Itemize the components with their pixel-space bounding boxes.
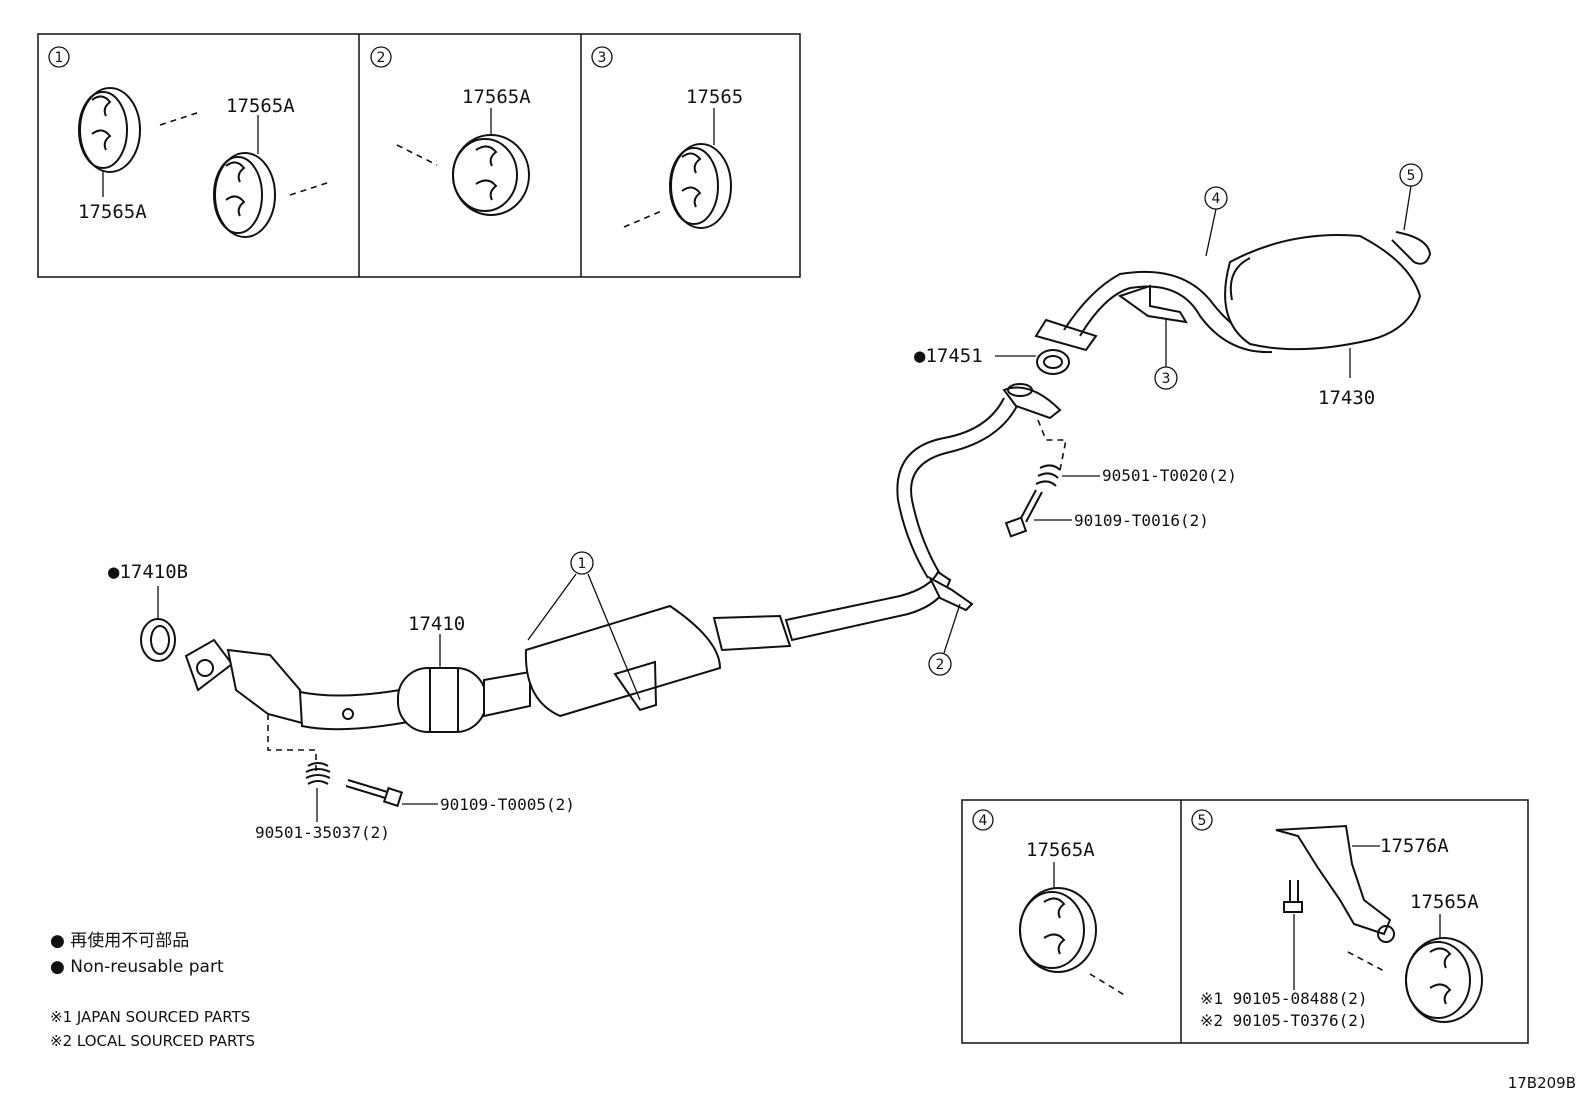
legend-note-2: ※2 LOCAL SOURCED PARTS xyxy=(50,1032,255,1050)
inset-5: 5 17576A ※1 90105-08488(2) ※2 90105-T037… xyxy=(1191,809,1483,1030)
inset-3: 3 17565 xyxy=(591,46,743,229)
gasket-front-label: ●17410B xyxy=(108,561,188,583)
inset-4-number: 4 xyxy=(979,813,988,829)
front-flange-hardware: 90501-35037(2) 90109-T0005(2) xyxy=(255,714,575,842)
callout-3: 3 xyxy=(1154,318,1178,390)
inset-3-label: 17565 xyxy=(686,86,743,108)
inset-4-label: 17565A xyxy=(1026,839,1095,861)
rubber-hanger-icon xyxy=(452,134,530,216)
inset-5-number: 5 xyxy=(1198,813,1207,829)
front-exhaust-pipe: 17410 xyxy=(184,570,952,733)
inset-4: 4 17565A xyxy=(972,809,1127,997)
inset-1-label-b: 17565A xyxy=(78,201,147,223)
bolt-rear-label: 90109-T0016(2) xyxy=(1074,511,1209,530)
rubber-hanger-icon xyxy=(213,152,276,238)
inset-2-label: 17565A xyxy=(462,86,531,108)
svg-text:4: 4 xyxy=(1212,191,1221,207)
svg-text:3: 3 xyxy=(1162,371,1171,387)
legend-en: ● Non-reusable part xyxy=(50,957,224,977)
center-exhaust-pipe xyxy=(896,383,1062,612)
callout-2: 2 xyxy=(928,603,961,676)
rubber-hanger-icon xyxy=(1019,887,1097,973)
callout-4: 4 xyxy=(1204,186,1228,257)
legend-jp: ● 再使用不可部品 xyxy=(50,930,189,951)
bolt-label-1: ※1 90105-08488(2) xyxy=(1200,989,1368,1008)
spring-rear-label: 90501-T0020(2) xyxy=(1102,466,1237,485)
bolt-front-label: 90109-T0005(2) xyxy=(440,795,575,814)
bracket-label: 17576A xyxy=(1380,835,1449,857)
inset-top-box xyxy=(37,33,801,278)
spring-front-label: 90501-35037(2) xyxy=(255,823,390,842)
inset-1: 1 17565A 17565A xyxy=(48,46,331,238)
gasket-rear-label: ●17451 xyxy=(914,345,983,367)
svg-text:5: 5 xyxy=(1407,168,1416,184)
muffler-label: 17430 xyxy=(1318,387,1375,409)
inset-bottom-box xyxy=(961,799,1529,1044)
diagram-id: 17B209B xyxy=(1508,1074,1576,1092)
rear-flange-hardware: 90501-T0020(2) 90109-T0016(2) xyxy=(1004,419,1237,538)
callout-1: 1 xyxy=(527,551,641,701)
inset-2: 2 17565A xyxy=(370,46,531,216)
gasket-front: ●17410B xyxy=(108,561,188,662)
tailpipe-muffler: 17430 xyxy=(1034,231,1432,409)
svg-text:1: 1 xyxy=(578,556,587,572)
inset-1-label-a: 17565A xyxy=(226,95,295,117)
rubber-hanger-icon xyxy=(669,143,732,229)
rubber-hanger-icon xyxy=(1405,937,1483,1023)
bolt-label-2: ※2 90105-T0376(2) xyxy=(1200,1011,1368,1030)
legend-note-1: ※1 JAPAN SOURCED PARTS xyxy=(50,1008,250,1026)
legend: ● 再使用不可部品 ● Non-reusable part ※1 JAPAN S… xyxy=(50,930,255,1050)
callout-5: 5 xyxy=(1399,163,1423,231)
front-pipe-label: 17410 xyxy=(408,613,465,635)
hanger-label: 17565A xyxy=(1410,891,1479,913)
rubber-hanger-icon xyxy=(78,87,141,173)
gasket-rear: ●17451 xyxy=(914,345,1070,375)
inset-3-number: 3 xyxy=(598,50,607,66)
inset-1-number: 1 xyxy=(55,50,64,66)
svg-text:2: 2 xyxy=(936,657,945,673)
inset-2-number: 2 xyxy=(377,50,386,66)
